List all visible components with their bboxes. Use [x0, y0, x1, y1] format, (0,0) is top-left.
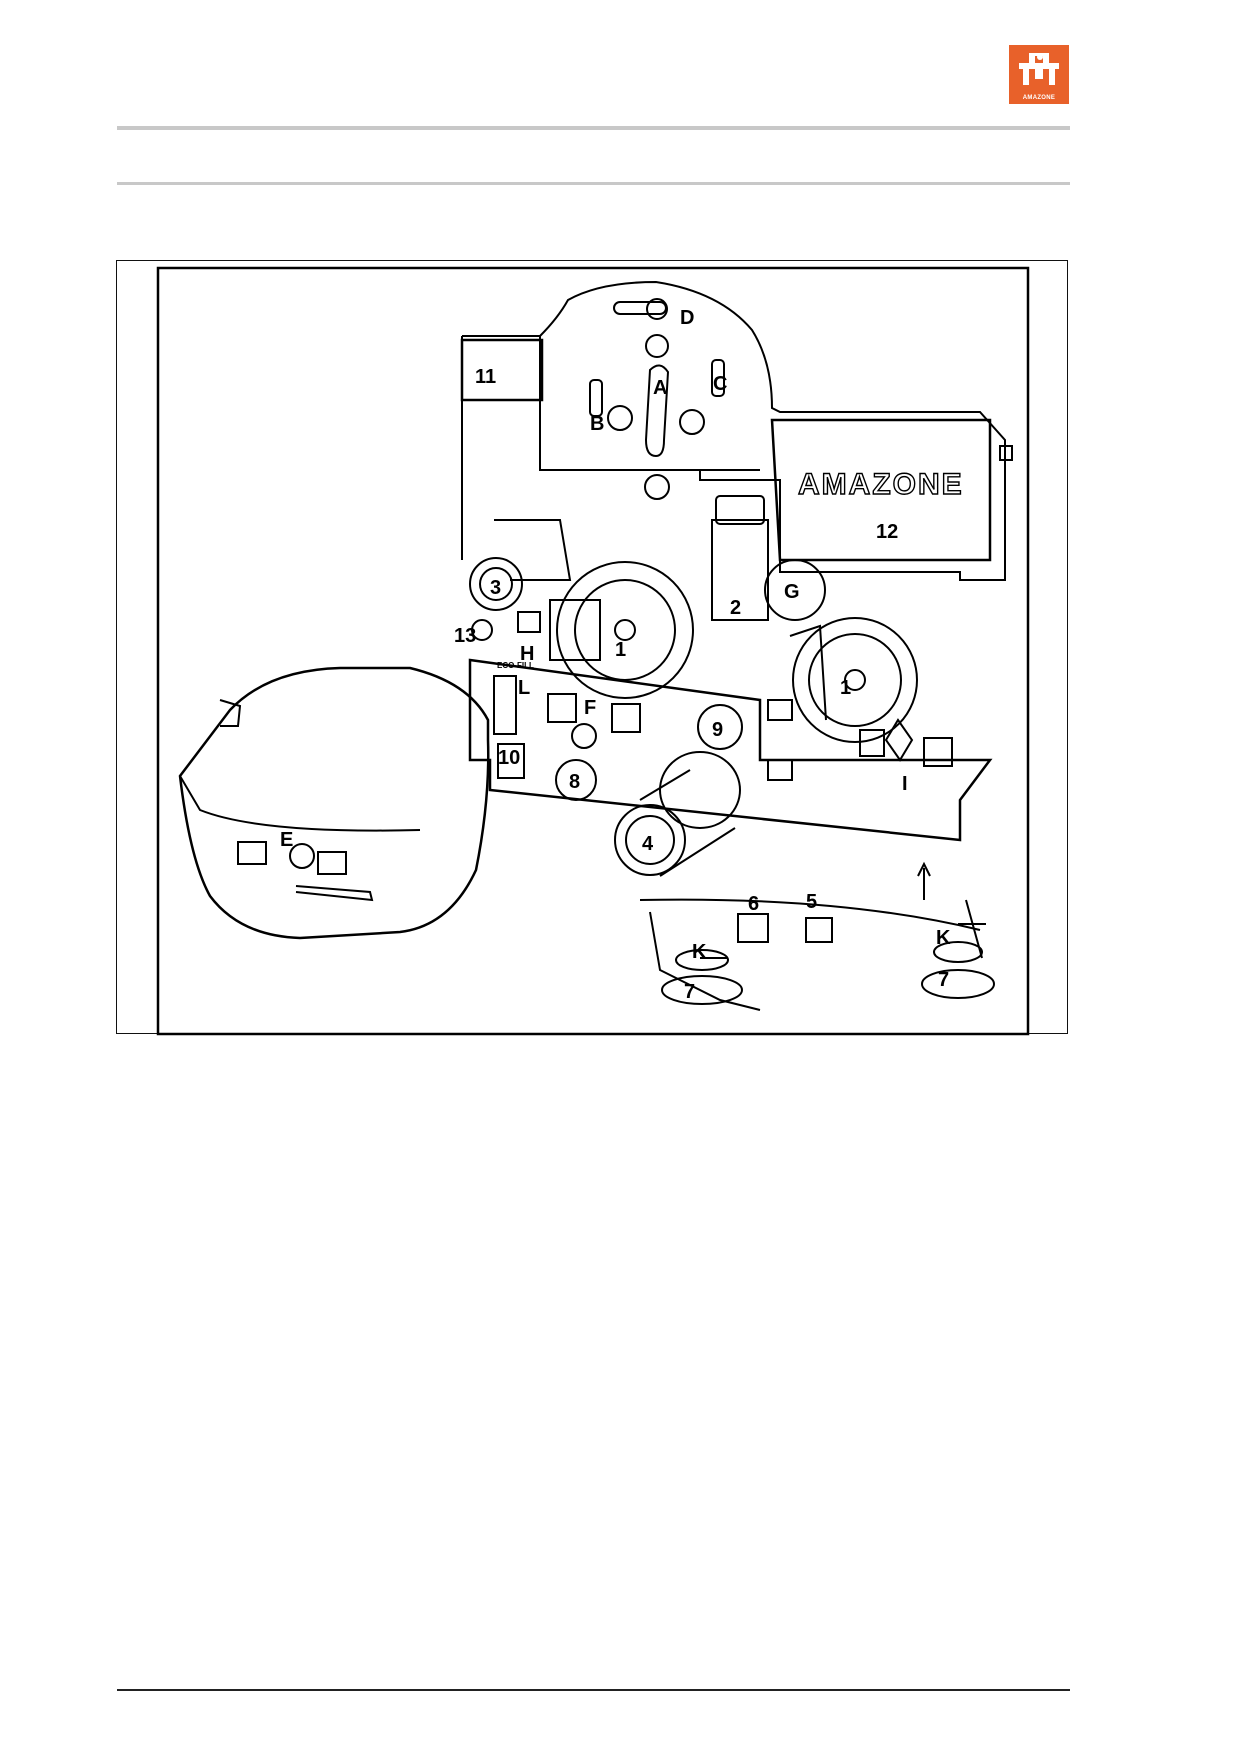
callout-d: D [680, 307, 694, 329]
callout-4: 4 [642, 833, 654, 855]
amazone-logo-icon [1019, 53, 1059, 85]
eco-fill-label: ECO-FILL [497, 661, 534, 670]
callout-k-right: K [936, 927, 951, 949]
callout-l: L [518, 677, 530, 699]
callout-11: 11 [475, 366, 496, 388]
callout-e: E [280, 829, 293, 851]
callout-k-left: K [692, 941, 707, 963]
callout-13: 13 [454, 625, 476, 647]
callout-7-left: 7 [684, 981, 695, 1003]
callout-i: I [902, 773, 908, 795]
header-rule-bottom [117, 182, 1070, 185]
callout-10: 10 [498, 747, 520, 769]
callout-g: G [784, 581, 800, 603]
callout-f: F [584, 697, 596, 719]
callout-3: 3 [490, 577, 501, 599]
callout-9: 9 [712, 719, 723, 741]
amazone-logo: AMAZONE [1009, 45, 1069, 104]
callout-c: C [713, 373, 727, 395]
callout-b: B [590, 413, 604, 435]
callout-2: 2 [730, 597, 741, 619]
callout-6: 6 [748, 893, 759, 915]
machine-brand-text: AMAZONE [798, 468, 964, 501]
callout-5: 5 [806, 891, 817, 913]
callout-7-right: 7 [938, 969, 949, 991]
callout-8: 8 [569, 771, 580, 793]
callout-1-left: 1 [615, 639, 626, 661]
logo-text: AMAZONE [1022, 95, 1056, 101]
callout-h: H [520, 643, 534, 665]
footer-rule [117, 1689, 1070, 1691]
callout-12: 12 [876, 521, 898, 543]
header-rule-top [117, 126, 1070, 130]
callout-1-right: 1 [840, 677, 851, 699]
callout-a: A [653, 377, 667, 399]
